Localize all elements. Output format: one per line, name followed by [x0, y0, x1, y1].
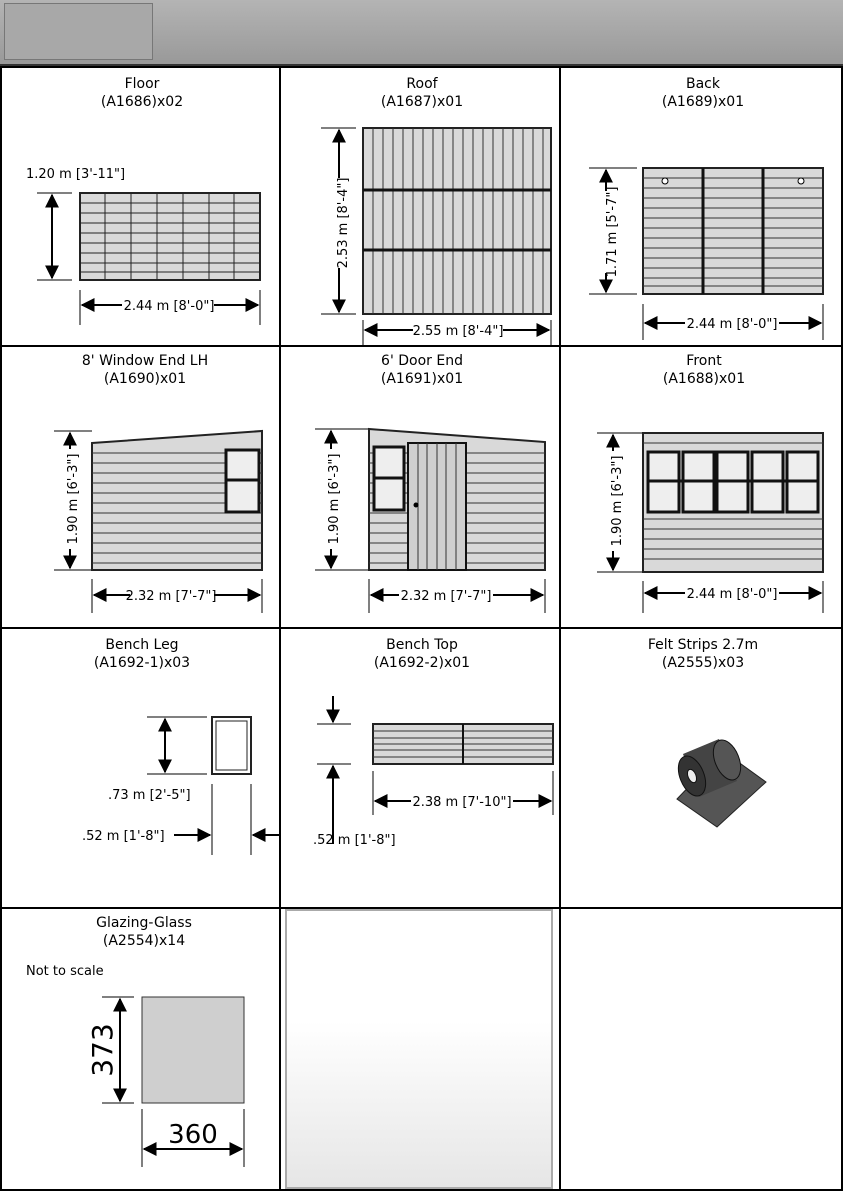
back-panel: [642, 167, 824, 295]
front-drawing: Front (A1688)x01 1.90 m [6'-3"] 2.44 m […: [597, 353, 824, 613]
part-title: Back: [686, 76, 721, 92]
window-end-panel: [91, 429, 263, 571]
door-end-drawing: 6' Door End (A1691)x01 1.90 m [6'-3"] 2.…: [315, 353, 546, 613]
scale-note: Not to scale: [26, 964, 104, 979]
empty-cell-right: [559, 907, 843, 1191]
glass-pane: [141, 996, 245, 1104]
blank-panel: [285, 909, 553, 1189]
roof-drawing: Roof (A1687)x01 2.53 m [8'-4"] 2.55 m [8…: [321, 76, 552, 345]
part-front: Front (A1688)x01 1.90 m [6'-3"] 2.44 m […: [559, 345, 843, 629]
floor-drawing: Floor (A1686)x02 1.20 m [3'-11"] 2.44 m …: [26, 76, 261, 325]
dim-height-label: 2.53 m [8'-4"]: [336, 178, 351, 269]
roof-panel: [362, 127, 552, 315]
dim-width-label: 2.44 m [8'-0"]: [687, 587, 778, 602]
part-code: (A1690)x01: [104, 371, 186, 387]
part-glazing-glass: Glazing-Glass (A2554)x14 Not to scale 37…: [0, 907, 281, 1191]
part-code: (A1691)x01: [381, 371, 463, 387]
part-roof: Roof (A1687)x01 2.53 m [8'-4"] 2.55 m [8…: [279, 66, 561, 347]
part-code: (A1687)x01: [381, 94, 463, 110]
dim-height-label: 1.90 m [6'-3"]: [610, 456, 625, 547]
door-handle-icon: [413, 502, 419, 508]
part-bench-top: Bench Top (A1692-2)x01 2.38 m [7'-10"] .…: [279, 627, 561, 909]
part-code: (A2554)x14: [103, 933, 185, 949]
part-title: Floor: [125, 76, 160, 92]
part-floor: Floor (A1686)x02 1.20 m [3'-11"] 2.44 m …: [0, 66, 281, 347]
dim-width-label: 2.32 m [7'-7"]: [126, 589, 217, 604]
dim-height-label: 1.90 m [6'-3"]: [327, 454, 342, 545]
glazing-glass-drawing: Glazing-Glass (A2554)x14 Not to scale 37…: [26, 915, 245, 1167]
dim-height-label: 1.90 m [6'-3"]: [66, 454, 81, 545]
dim-width-label: 2.44 m [8'-0"]: [687, 317, 778, 332]
dim-width-label: 2.44 m [8'-0"]: [124, 299, 215, 314]
part-title: Bench Top: [386, 637, 458, 653]
part-title: 6' Door End: [381, 353, 463, 369]
part-title: Front: [686, 353, 722, 369]
dim-width-label: .52 m [1'-8"]: [82, 829, 165, 844]
part-code: (A1689)x01: [662, 94, 744, 110]
empty-cell-middle: [279, 907, 561, 1191]
part-title: 8' Window End LH: [82, 353, 208, 369]
dim-height-label: 1.71 m [5'-7"]: [605, 187, 620, 278]
header-logo-box: [4, 3, 153, 60]
part-title: Bench Leg: [105, 637, 178, 653]
part-code: (A1688)x01: [663, 371, 745, 387]
back-drawing: Back (A1689)x01 1.71 m [5'-7"] 2.44 m [8…: [589, 76, 824, 340]
part-title: Felt Strips 2.7m: [648, 637, 758, 653]
window-end-drawing: 8' Window End LH (A1690)x01 1.90 m [6'-3…: [54, 353, 263, 613]
dim-height-label: 1.20 m [3'-11"]: [26, 167, 125, 182]
part-title: Roof: [406, 76, 438, 92]
dim-height-label: .73 m [2'-5"]: [108, 788, 191, 803]
felt-strips-drawing: Felt Strips 2.7m (A2555)x03: [648, 637, 767, 828]
bench-top-drawing: Bench Top (A1692-2)x01 2.38 m [7'-10"] .…: [313, 637, 554, 848]
part-code: (A2555)x03: [662, 655, 744, 671]
glass-width-label: 360: [168, 1120, 218, 1150]
part-code: (A1686)x02: [101, 94, 183, 110]
header-bar: [0, 0, 843, 67]
glass-height-label: 373: [86, 1023, 119, 1076]
part-window-end: 8' Window End LH (A1690)x01 1.90 m [6'-3…: [0, 345, 281, 629]
part-door-end: 6' Door End (A1691)x01 1.90 m [6'-3"] 2.…: [279, 345, 561, 629]
dim-width-label: 2.55 m [8'-4"]: [413, 324, 504, 339]
floor-panel: [79, 192, 261, 281]
part-felt-strips: Felt Strips 2.7m (A2555)x03: [559, 627, 843, 909]
bench-leg-drawing: Bench Leg (A1692-1)x03 .73 m [2'-5"] .52…: [82, 637, 279, 855]
dim-depth-label: .52 m [1'-8"]: [313, 833, 396, 848]
part-back: Back (A1689)x01 1.71 m [5'-7"] 2.44 m [8…: [559, 66, 843, 347]
dim-width-label: 2.38 m [7'-10"]: [412, 795, 511, 810]
felt-roll-icon: [676, 739, 767, 828]
dim-width-label: 2.32 m [7'-7"]: [401, 589, 492, 604]
part-bench-leg: Bench Leg (A1692-1)x03 .73 m [2'-5"] .52…: [0, 627, 281, 909]
part-code: (A1692-1)x03: [94, 655, 190, 671]
part-title: Glazing-Glass: [96, 915, 192, 931]
part-code: (A1692-2)x01: [374, 655, 470, 671]
